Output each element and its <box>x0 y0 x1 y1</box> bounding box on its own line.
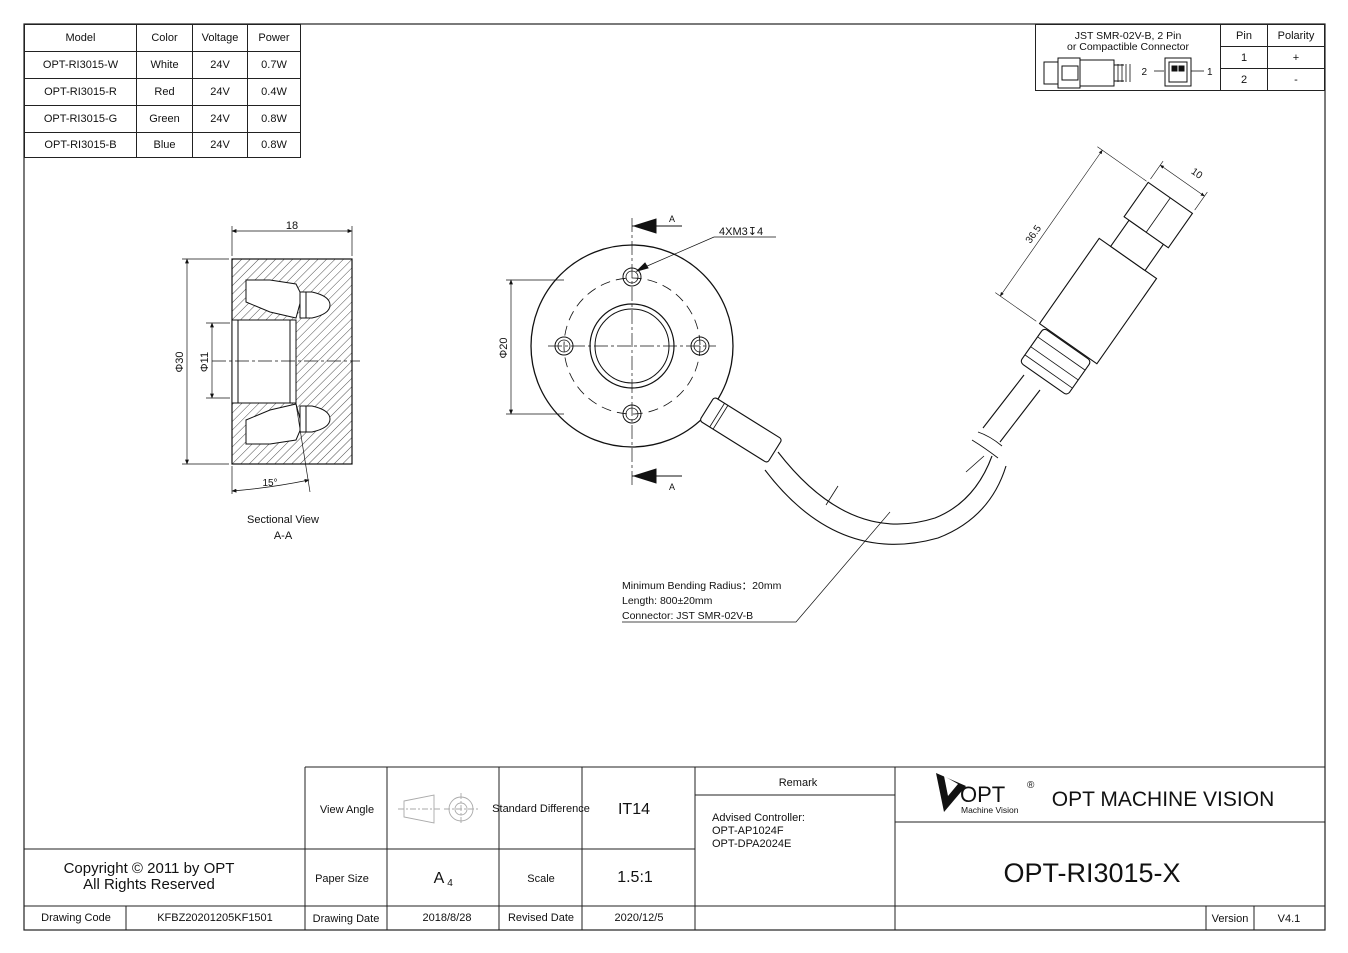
dim-outer-diameter: Φ30 <box>174 351 186 372</box>
connector-table: JST SMR-02V-B, 2 Pin or Compactible Conn… <box>1035 24 1325 91</box>
pin-cell: 2 <box>1220 68 1268 91</box>
table-row: OPT-RI3015-W White 24V 0.7W <box>24 51 301 79</box>
view-angle-label: View Angle <box>320 804 374 816</box>
front-view <box>506 218 782 486</box>
revised-date: 2020/12/5 <box>615 912 664 924</box>
logo-text: OPT <box>960 782 1005 807</box>
upper-led-pocket <box>245 279 303 319</box>
power-header: Power <box>247 24 301 52</box>
section-caption-id: A-A <box>274 530 293 542</box>
power-cell: 0.7W <box>247 51 301 79</box>
opt-logo-icon <box>936 773 966 812</box>
polarity-header: Polarity <box>1267 24 1325 47</box>
model-cell: OPT-RI3015-W <box>24 51 137 79</box>
power-cell: 0.8W <box>247 132 301 158</box>
table-row: OPT-RI3015-G Green 24V 0.8W <box>24 105 301 133</box>
connector-cell: JST SMR-02V-B, 2 Pin or Compactible Conn… <box>1035 24 1221 91</box>
table-row: 1 + <box>1036 46 1325 69</box>
model-table: Model Color Voltage Power OPT-RI3015-W W… <box>24 24 301 158</box>
part-number: OPT-RI3015-X <box>1003 858 1180 888</box>
voltage-header: Voltage <box>192 24 248 52</box>
drawing-date: 2018/8/28 <box>423 912 472 924</box>
company-name: OPT MACHINE VISION <box>1052 788 1274 811</box>
revised-date-label: Revised Date <box>508 912 574 924</box>
lower-led-pocket <box>245 403 303 445</box>
model-cell: OPT-RI3015-G <box>24 105 137 133</box>
paper-size-sub: 4 <box>447 878 453 889</box>
connector-title: JST SMR-02V-B, 2 Pin <box>1074 30 1182 42</box>
remark-line2: OPT-AP1024F <box>712 825 784 837</box>
scale: 1.5:1 <box>617 869 653 886</box>
section-caption: Sectional View <box>247 514 319 526</box>
color-cell: Red <box>136 78 193 106</box>
remark-label: Remark <box>779 777 818 789</box>
table-row: 2 - <box>1036 68 1325 91</box>
logo-sub: Machine Vision <box>961 805 1019 815</box>
projection-symbol <box>398 793 478 825</box>
note-length: Length: 800±20mm <box>622 595 713 607</box>
drawing-code: KFBZ20201205KF1501 <box>157 912 273 924</box>
remark-line3: OPT-DPA2024E <box>712 838 791 850</box>
color-cell: Green <box>136 105 193 133</box>
model-cell: OPT-RI3015-B <box>24 132 137 158</box>
connector-strain-relief <box>1020 328 1091 395</box>
dim-inner-diameter: Φ11 <box>199 352 211 372</box>
drawing-code-label: Drawing Code <box>41 912 111 924</box>
copyright-line1: Copyright © 2011 by OPT <box>64 860 235 877</box>
power-cell: 0.8W <box>247 105 301 133</box>
version: V4.1 <box>1278 913 1301 925</box>
upper-led <box>299 291 331 319</box>
paper-size-label: Paper Size <box>315 873 369 885</box>
dim-width-18: 18 <box>286 220 298 232</box>
standard-difference-label: Standard Difference <box>492 803 590 815</box>
table-row: OPT-RI3015-R Red 24V 0.4W <box>24 78 301 106</box>
color-header: Color <box>136 24 193 52</box>
copyright-line2: All Rights Reserved <box>83 876 215 893</box>
model-header: Model <box>24 24 137 52</box>
dim-connector-length: 36.5 <box>1024 223 1044 246</box>
color-cell: Blue <box>136 132 193 158</box>
section-marker-top: A <box>669 214 675 224</box>
remark-line1: Advised Controller: <box>712 812 805 824</box>
paper-size: A <box>434 870 445 887</box>
cable-inner <box>764 465 1007 545</box>
strain-relief <box>700 397 782 463</box>
note-connector: Connector: JST SMR-02V-B <box>622 610 753 622</box>
power-cell: 0.4W <box>247 78 301 106</box>
hole-callout: 4XM3↧4 <box>719 226 763 238</box>
drawing-date-label: Drawing Date <box>313 913 380 925</box>
voltage-cell: 24V <box>192 105 248 133</box>
polarity-cell: + <box>1267 46 1325 69</box>
standard-difference: IT14 <box>618 801 650 818</box>
voltage-cell: 24V <box>192 51 248 79</box>
logo-reg: ® <box>1027 780 1035 791</box>
cable-outer <box>777 451 993 525</box>
voltage-cell: 24V <box>192 132 248 158</box>
cable-assembly <box>622 146 1208 623</box>
scale-label: Scale <box>527 873 555 885</box>
dim-connector-width: 10 <box>1189 166 1205 182</box>
model-cell: OPT-RI3015-R <box>24 78 137 106</box>
dim-angle: 15° <box>262 478 277 489</box>
polarity-cell: - <box>1267 68 1325 91</box>
voltage-cell: 24V <box>192 78 248 106</box>
title-block <box>24 766 1325 930</box>
section-bore <box>231 319 297 404</box>
color-cell: White <box>136 51 193 79</box>
lower-led <box>299 405 331 433</box>
connector-subtitle: or Compactible Connector <box>1067 41 1189 53</box>
dim-bolt-circle: Φ20 <box>498 337 510 358</box>
version-label: Version <box>1212 913 1249 925</box>
sectional-view <box>182 226 360 494</box>
sheet-border <box>23 23 1326 931</box>
table-row: OPT-RI3015-B Blue 24V 0.8W <box>24 132 301 158</box>
pin-header: Pin <box>1220 24 1268 47</box>
pin-cell: 1 <box>1220 46 1268 69</box>
note-bend-radius: Minimum Bending Radius：20mm <box>622 580 782 592</box>
section-marker-bottom: A <box>669 482 675 492</box>
